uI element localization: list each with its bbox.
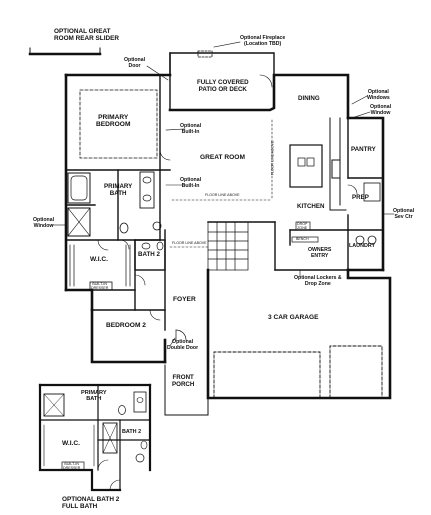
- floor-line-vertical-text: FLOOR LINE ABOVE: [270, 140, 275, 176]
- bedroom-2-label: BEDROOM 2: [106, 322, 146, 329]
- optional-builtin-lower-note: Optional Built-In: [180, 177, 202, 189]
- built-in-dresser-text: BUILT-IN DRESSER: [91, 282, 109, 290]
- inset-outer-walls: [38, 383, 152, 492]
- kitchen-counters: [329, 117, 347, 211]
- optional-bath-2-caption: OPTIONAL BATH 2 FULL BATH: [62, 496, 120, 511]
- optional-double-door-note: Optional Double Door: [167, 339, 199, 351]
- inset-wic-label: W.I.C.: [62, 440, 80, 447]
- kitchen-label: KITCHEN: [297, 203, 325, 210]
- bench-box: [291, 236, 319, 243]
- primary-suite-walls: [65, 74, 171, 241]
- bath-2-label: BATH 2: [138, 251, 160, 258]
- front-porch-label: FRONT PORCH: [172, 374, 195, 388]
- inset-built-in-dresser-box: [61, 461, 85, 471]
- inset-vanity: [133, 391, 147, 413]
- inset-tub: [102, 422, 118, 454]
- kitchen-island: [289, 144, 323, 188]
- drop-zone-box: [295, 221, 311, 231]
- bench-text: BENCH: [296, 237, 309, 241]
- bath-2-walls: [134, 229, 166, 331]
- wic-label: W.I.C.: [90, 256, 108, 263]
- inset-primary-bath-label: PRIMARY BATH: [81, 390, 107, 403]
- optional-lockers-note: Optional Lockers & Drop Zone: [294, 275, 342, 287]
- floor-line-lower-text: FLOOR LINE ABOVE: [172, 241, 207, 245]
- floor-line-upper-text: FLOOR LINE ABOVE: [205, 193, 240, 197]
- built-in-dresser-box: [89, 281, 113, 291]
- optional-fireplace-outline: [197, 50, 213, 58]
- primary-bedroom-rug: [79, 89, 158, 159]
- optional-window-right-note: Optional Window: [370, 104, 392, 116]
- inset-bath-2-label: BATH 2: [122, 429, 142, 435]
- primary-bath-shower: [67, 207, 91, 237]
- inset-shower: [43, 393, 65, 417]
- laundry-label: LAUNDRY: [349, 243, 376, 249]
- stairs: [207, 221, 249, 271]
- wic-walls: [65, 239, 136, 311]
- inset-built-in-dresser-text: BUILT-IN DRESSER: [63, 462, 81, 470]
- primary-bath-vanity: [139, 171, 155, 209]
- inset-interior-walls: [39, 384, 151, 491]
- patio-label: FULLY COVERED PATIO OR DECK: [197, 79, 249, 93]
- drop-zone-text: DROP ZONE: [297, 222, 308, 230]
- great-room-label: GREAT ROOM: [200, 154, 245, 161]
- primary-bath-label: PRIMARY BATH: [104, 183, 133, 197]
- garage-doors: [213, 345, 383, 399]
- foyer-label: FOYER: [173, 296, 196, 303]
- note-leaders: [51, 41, 395, 347]
- primary-bath-toilet: [119, 222, 129, 234]
- garage-label: 3 CAR GARAGE: [268, 314, 319, 321]
- dining-label: DINING: [298, 95, 320, 102]
- house-outer-walls: [64, 73, 392, 400]
- primary-bath-tub: [67, 172, 91, 204]
- front-porch-outline: [164, 364, 209, 416]
- prep-label: PREP: [352, 194, 369, 201]
- front-door: [175, 329, 187, 341]
- optional-door-note: Optional Door: [124, 57, 146, 69]
- primary-bedroom-label: PRIMARY BEDROOM: [96, 114, 131, 129]
- owners-entry-label: OWNERS ENTRY: [308, 247, 332, 259]
- pantry-label: PANTRY: [351, 146, 376, 153]
- bath-2-fixture: [152, 221, 162, 231]
- optional-fireplace-note: Optional Fireplace (Location TBD): [240, 35, 286, 47]
- great-room-slider-caption: OPTIONAL GREAT ROOM REAR SLIDER: [54, 28, 119, 43]
- optional-builtin-upper-note: Optional Built-In: [180, 123, 202, 135]
- optional-sev-ctr-note: Optional Sev Ctr: [393, 208, 415, 220]
- optional-window-left-note: Optional Window: [33, 217, 55, 229]
- optional-windows-note: Optional Windows: [367, 89, 390, 101]
- inset-toilet: [118, 405, 126, 415]
- pantry-prep-walls: [347, 117, 384, 271]
